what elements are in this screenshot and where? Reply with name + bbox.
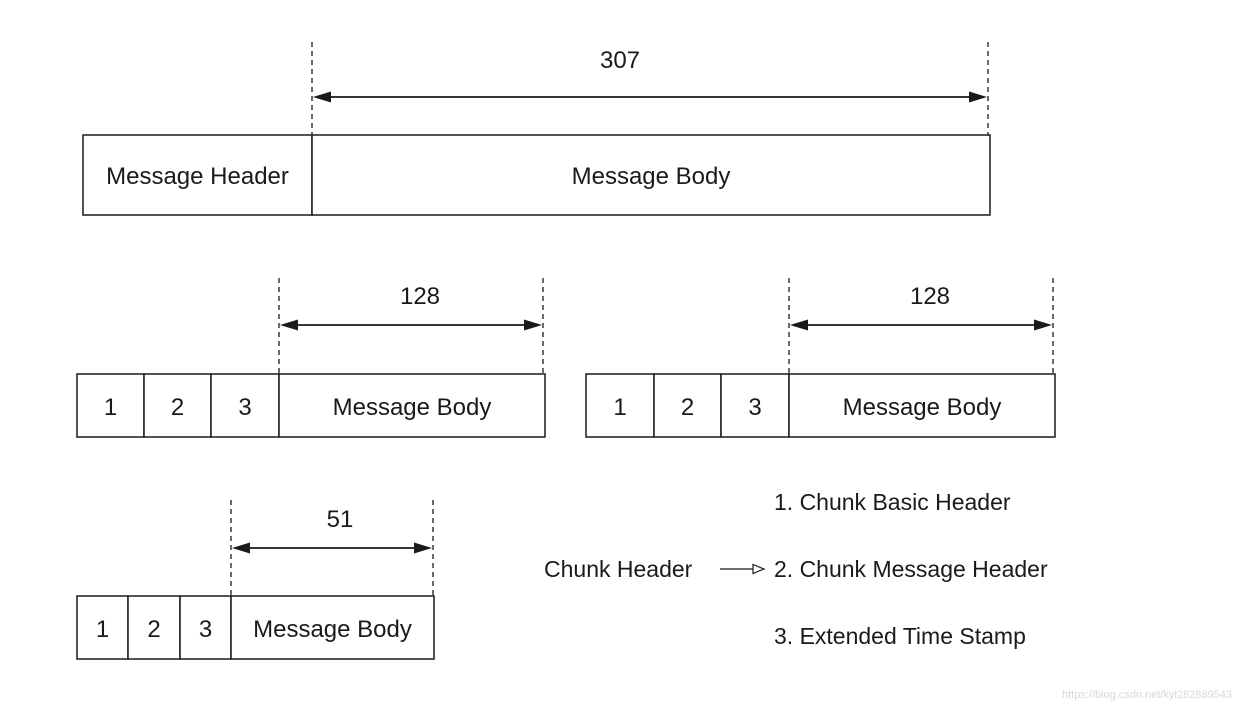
chunk-a-body-label: Message Body (333, 394, 492, 421)
chunk-b-field-1-label: 1 (613, 394, 626, 421)
chunk-a-field-3-box (210, 373, 280, 438)
chunk-c-body-label: Message Body (253, 616, 412, 643)
chunk-a-field-1-label: 1 (104, 394, 117, 421)
chunk-c-length-label: 51 (327, 506, 354, 533)
message-dim-left-arrow (313, 91, 331, 103)
message-header-label: Message Header (106, 163, 289, 190)
chunk-b-field-3-label: 3 (748, 394, 761, 421)
chunk-a-dim-right-arrow (524, 319, 542, 331)
legend-item-2: 2. Chunk Message Header (774, 556, 1048, 582)
message-header-box (82, 134, 313, 216)
legend-item-3: 3. Extended Time Stamp (774, 623, 1026, 649)
message-length-label: 307 (600, 47, 640, 74)
watermark: https://blog.csdn.net/kyl282889543 (1062, 689, 1232, 701)
message-group: 307 Message Header Message Body (82, 42, 991, 216)
chunk-c-body-box (230, 595, 435, 660)
chunk-c-field-2-label: 2 (147, 616, 160, 643)
chunk-b-body-label: Message Body (843, 394, 1002, 421)
message-body-box (311, 134, 991, 216)
chunk-a-field-2-label: 2 (171, 394, 184, 421)
chunk-a-group: 128 1 2 3 Message Body (76, 278, 546, 438)
chunk-b-dim-right-arrow (1034, 319, 1052, 331)
legend-group-label: Chunk Header (544, 556, 693, 582)
chunk-a-body-box (278, 373, 546, 438)
chunk-c-field-3-label: 3 (199, 616, 212, 643)
chunk-b-field-2-label: 2 (681, 394, 694, 421)
message-body-label: Message Body (572, 163, 731, 190)
chunk-c-dim-left-arrow (232, 542, 250, 554)
chunk-c-dim-right-arrow (414, 542, 432, 554)
legend: 1. Chunk Basic Header Chunk Header 2. Ch… (544, 489, 1048, 649)
chunk-c-field-2-box (127, 595, 181, 660)
chunk-a-dim-left-arrow (280, 319, 298, 331)
chunk-c-field-1-box (76, 595, 129, 660)
chunk-b-field-2-box (653, 373, 722, 438)
message-dim-right-arrow (969, 91, 987, 103)
legend-arrow-icon (752, 563, 766, 575)
chunk-b-body-box (788, 373, 1056, 438)
chunk-a-length-label: 128 (400, 283, 440, 310)
chunk-b-group: 128 1 2 3 Message Body (585, 278, 1056, 438)
legend-item-1: 1. Chunk Basic Header (774, 489, 1011, 515)
chunk-a-field-3-label: 3 (238, 394, 251, 421)
chunk-c-group: 51 1 2 3 Message Body (76, 500, 435, 660)
chunk-b-dim-left-arrow (790, 319, 808, 331)
chunk-b-length-label: 128 (910, 283, 950, 310)
chunk-b-field-3-box (720, 373, 790, 438)
chunk-b-field-1-box (585, 373, 655, 438)
chunk-c-field-1-label: 1 (96, 616, 109, 643)
chunk-a-field-2-box (143, 373, 212, 438)
